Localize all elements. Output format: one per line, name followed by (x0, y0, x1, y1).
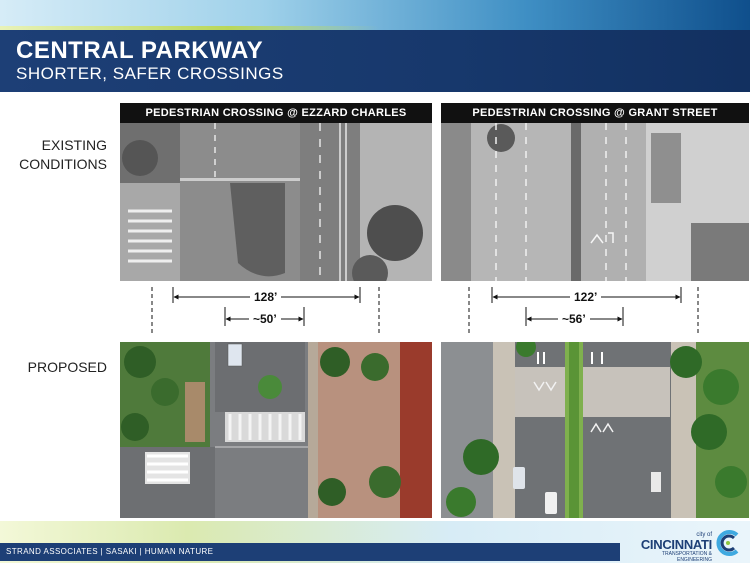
logo-cincinnati: CINCINNATI (640, 537, 712, 552)
existing-ezzard-charles-aerial (120, 123, 432, 281)
row-label-existing-line1: EXISTING (41, 137, 107, 153)
row-label-proposed: PROPOSED (27, 359, 107, 375)
dim-ezzard-proposed-width: ~50’ (249, 312, 281, 326)
existing-grant-street-aerial (441, 123, 749, 281)
logo-transportation: TRANSPORTATION & (661, 551, 712, 557)
column-header-grant-street: PEDESTRIAN CROSSING @ GRANT STREET (441, 103, 749, 123)
logo-engineering: ENGINEERING (676, 557, 712, 563)
proposed-ezzard-charles-rendering (120, 342, 432, 518)
dimension-annotations: 128’ ~50’ 122’ ~56’ (120, 281, 749, 342)
dim-ezzard-existing-width: 128’ (250, 290, 282, 304)
title-bar: CENTRAL PARKWAY SHORTER, SAFER CROSSINGS (0, 30, 750, 92)
logo-text-block: city of CINCINNATI TRANSPORTATION & ENGI… (638, 532, 712, 563)
city-of-cincinnati-logo: city of CINCINNATI TRANSPORTATION & ENGI… (638, 526, 748, 563)
dim-grant-proposed-width: ~56’ (558, 312, 590, 326)
dim-grant-existing-width: 122’ (570, 290, 602, 304)
page-title: CENTRAL PARKWAY (16, 37, 264, 64)
top-gradient-band (0, 0, 750, 30)
row-label-existing: EXISTING CONDITIONS (0, 136, 107, 174)
row-label-existing-line2: CONDITIONS (19, 156, 107, 172)
cincinnati-c-logo-icon (716, 530, 739, 556)
page-subtitle: SHORTER, SAFER CROSSINGS (16, 64, 284, 83)
footer-credits: STRAND ASSOCIATES | SASAKI | HUMAN NATUR… (0, 543, 620, 561)
top-green-stripe (0, 26, 380, 30)
proposed-grant-street-rendering (441, 342, 749, 518)
logo-city-of: city of (696, 532, 712, 538)
column-header-ezzard-charles: PEDESTRIAN CROSSING @ EZZARD CHARLES (120, 103, 432, 123)
